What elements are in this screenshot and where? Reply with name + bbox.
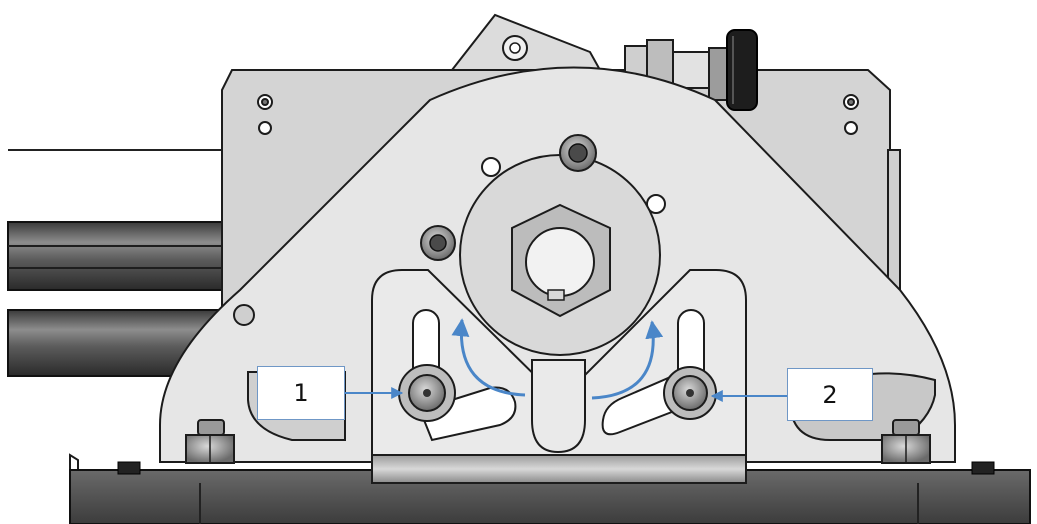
side-nut-left [185, 419, 235, 464]
center-lobe [531, 359, 586, 454]
back-plate-holes [257, 94, 859, 135]
hub-shaft [525, 227, 595, 297]
top-bracket [449, 13, 602, 71]
hub-holes [481, 157, 666, 214]
callout-arrows [344, 387, 788, 402]
base-frame [69, 453, 1031, 524]
callout-label-2: 2 [787, 368, 873, 421]
shaft-key [547, 289, 565, 301]
callout-text-1: 1 [293, 379, 309, 407]
callout-label-1: 1 [257, 366, 345, 420]
slot-left-curved [418, 386, 517, 442]
adjustment-bolt-2 [663, 366, 717, 420]
rotation-arrows [451, 318, 664, 400]
adjustment-bolt-1 [398, 364, 456, 422]
hub-bolt-top [559, 134, 597, 172]
rotation-arrow-left [451, 318, 526, 397]
rotation-arrow-right [591, 320, 664, 400]
callout-text-2: 2 [822, 380, 838, 409]
side-nut-right [881, 419, 931, 464]
plate-hole-left [233, 304, 255, 326]
hub-bolt-left [420, 225, 456, 261]
